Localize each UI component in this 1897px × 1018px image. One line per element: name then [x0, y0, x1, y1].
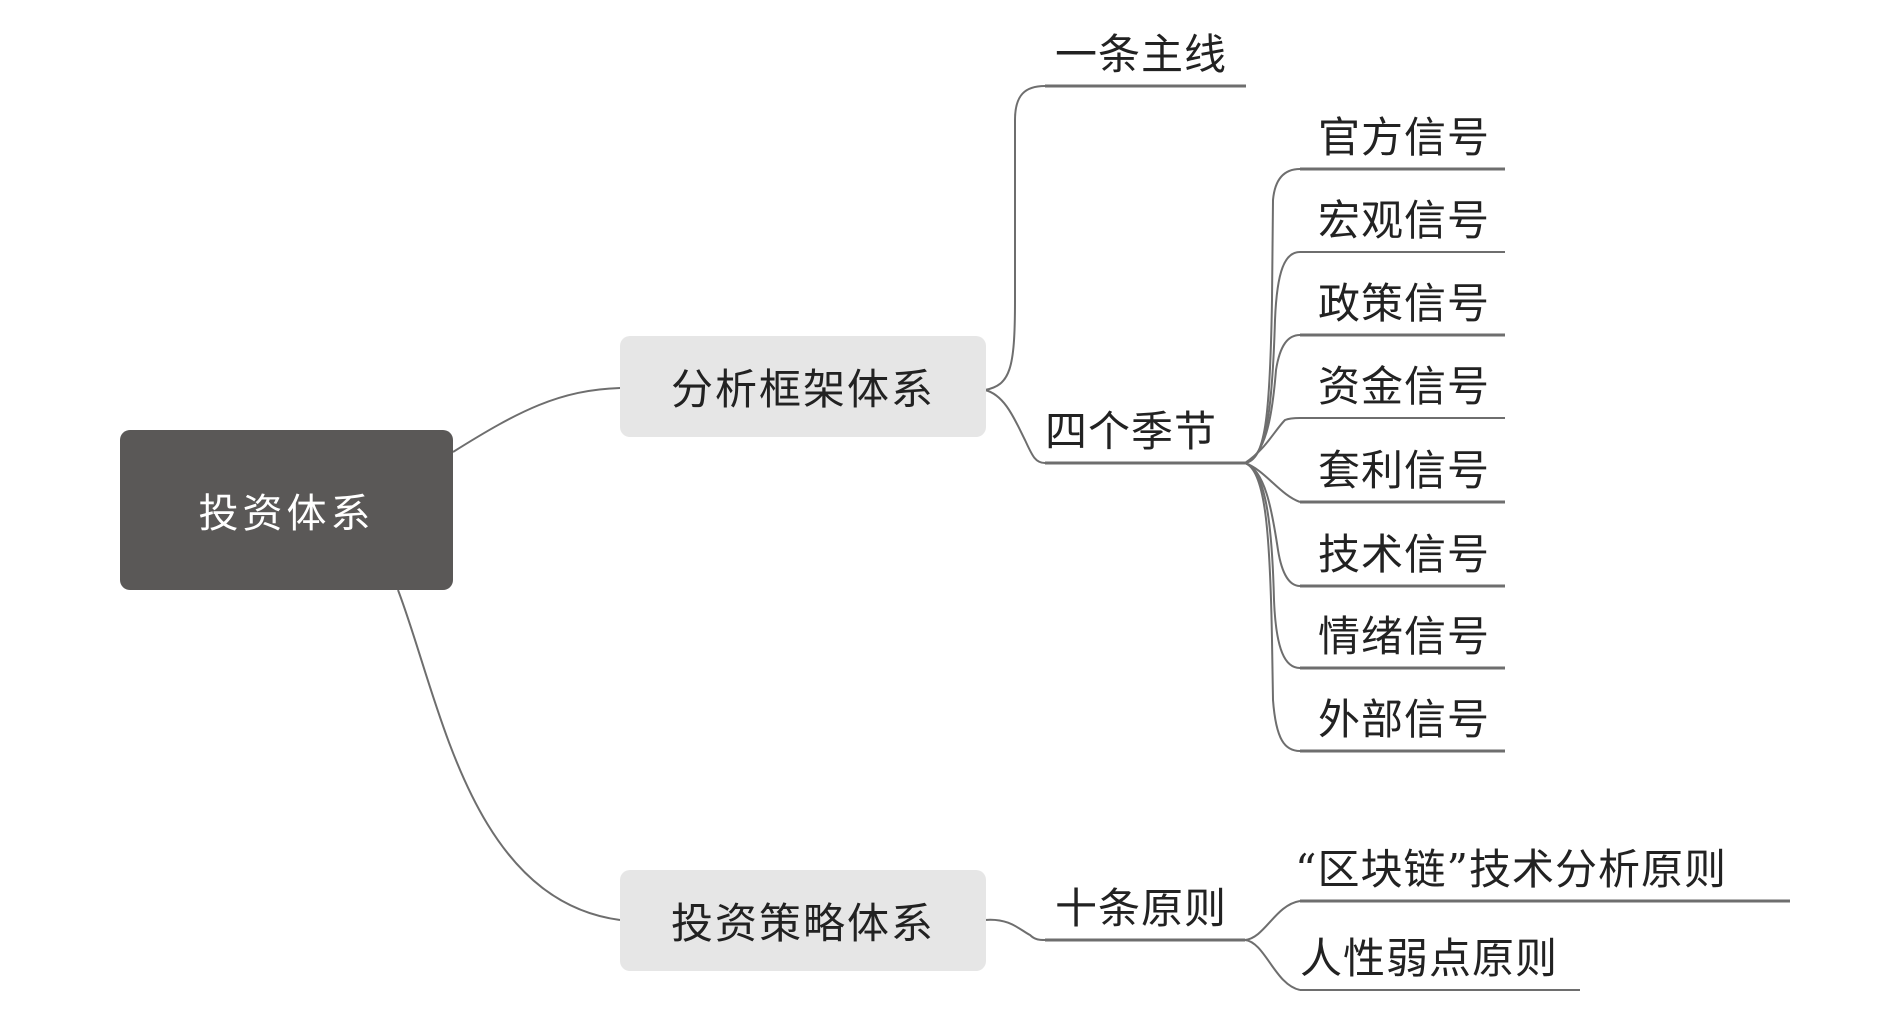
signal-item[interactable]: 资金信号 — [1318, 362, 1491, 411]
link-root-analysis — [452, 387, 621, 453]
link-signal-5 — [1244, 462, 1301, 587]
signal-item[interactable]: 宏观信号 — [1318, 196, 1491, 245]
link-analysis-seasons — [984, 389, 1046, 464]
topic-four-seasons[interactable]: 四个季节 — [1045, 407, 1218, 456]
principle-item[interactable]: “区块链”技术分析原则 — [1295, 845, 1727, 894]
root-node[interactable]: 投资体系 — [120, 430, 453, 590]
link-root-strategy — [397, 589, 621, 921]
link-principle-1 — [1244, 939, 1301, 991]
link-signal-6 — [1244, 462, 1301, 669]
root-label: 投资体系 — [198, 491, 375, 537]
branch-node-investment-strategy[interactable]: 投资策略体系 — [620, 870, 986, 971]
link-signal-3 — [1244, 417, 1301, 464]
signal-item[interactable]: 情绪信号 — [1318, 612, 1491, 661]
link-principle-0 — [1244, 900, 1301, 941]
signal-item[interactable]: 外部信号 — [1318, 695, 1491, 744]
signal-item[interactable]: 政策信号 — [1318, 279, 1491, 328]
signal-item[interactable]: 官方信号 — [1318, 113, 1491, 162]
link-analysis-mainline — [984, 85, 1046, 391]
branch-label: 分析框架体系 — [670, 365, 935, 414]
topic-main-line[interactable]: 一条主线 — [1055, 30, 1228, 79]
branch-node-analysis-framework[interactable]: 分析框架体系 — [620, 336, 986, 437]
topic-ten-principles[interactable]: 十条原则 — [1055, 884, 1228, 933]
signal-item[interactable]: 套利信号 — [1318, 446, 1491, 495]
signal-item[interactable]: 技术信号 — [1318, 530, 1491, 579]
link-signal-2 — [1244, 334, 1301, 464]
link-strategy-principles — [984, 918, 1046, 941]
principle-item[interactable]: 人性弱点原则 — [1300, 934, 1559, 983]
link-signal-7 — [1244, 462, 1301, 752]
branch-label: 投资策略体系 — [670, 899, 935, 948]
